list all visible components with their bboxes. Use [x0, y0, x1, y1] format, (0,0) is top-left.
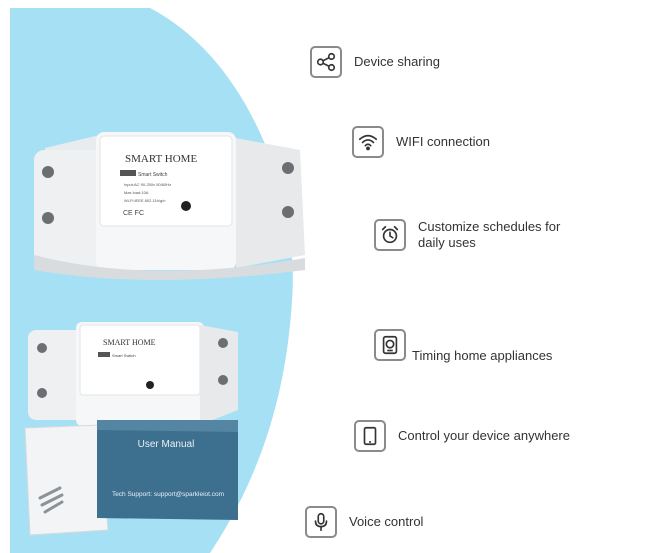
feature-label: Device sharing [354, 54, 440, 69]
model-text-bottom: Smart Switch [112, 353, 136, 358]
feature-voice-control: Voice control [305, 506, 423, 538]
feature-remote-control: Control your device anywhere [354, 420, 570, 452]
spec-wifi-top: Wi-Fi:IEEE 802.11b/g/n [124, 198, 166, 203]
pairing-button [181, 201, 191, 211]
model-text-top: Smart Switch [138, 172, 168, 178]
microphone-icon [305, 506, 337, 538]
feature-label: WIFI connection [396, 134, 490, 149]
screw-bag [24, 424, 109, 536]
feature-label: Timing home appliances [412, 348, 553, 363]
share-icon [310, 46, 342, 78]
spec-input-top: Input:AC 90-250v 50/60Hz [124, 182, 171, 187]
tablet-icon [354, 420, 386, 452]
feature-label: Control your device anywhere [398, 428, 570, 443]
alarm-clock-icon [374, 219, 406, 251]
smart-switch-bottom: SMART HOME Smart Switch [28, 322, 238, 426]
feature-schedules: Customize schedules for daily uses [374, 219, 588, 251]
spec-max-top: Max load:10A [124, 190, 149, 195]
wifi-icon [352, 126, 384, 158]
timer-appliance-icon [374, 329, 406, 361]
brand-text-top: SMART HOME [125, 153, 197, 165]
brand-text-bottom: SMART HOME [103, 338, 156, 347]
feature-timing-appliances: Timing home appliances [374, 326, 552, 364]
user-manual: User Manual Tech Support: support@sparkl… [97, 420, 238, 520]
feature-label: Customize schedules for daily uses [418, 219, 561, 250]
svg-text:CE FC: CE FC [123, 210, 144, 217]
manual-support: Tech Support: support@sparkleiot.com [112, 491, 224, 498]
feature-label: Voice control [349, 514, 424, 529]
smart-switch-top: SMART HOME Smart Switch Input:AC 90-250v… [34, 132, 305, 280]
feature-device-sharing: Device sharing [310, 46, 440, 78]
manual-title: User Manual [138, 439, 195, 450]
feature-wifi-connection: WIFI connection [352, 126, 490, 158]
